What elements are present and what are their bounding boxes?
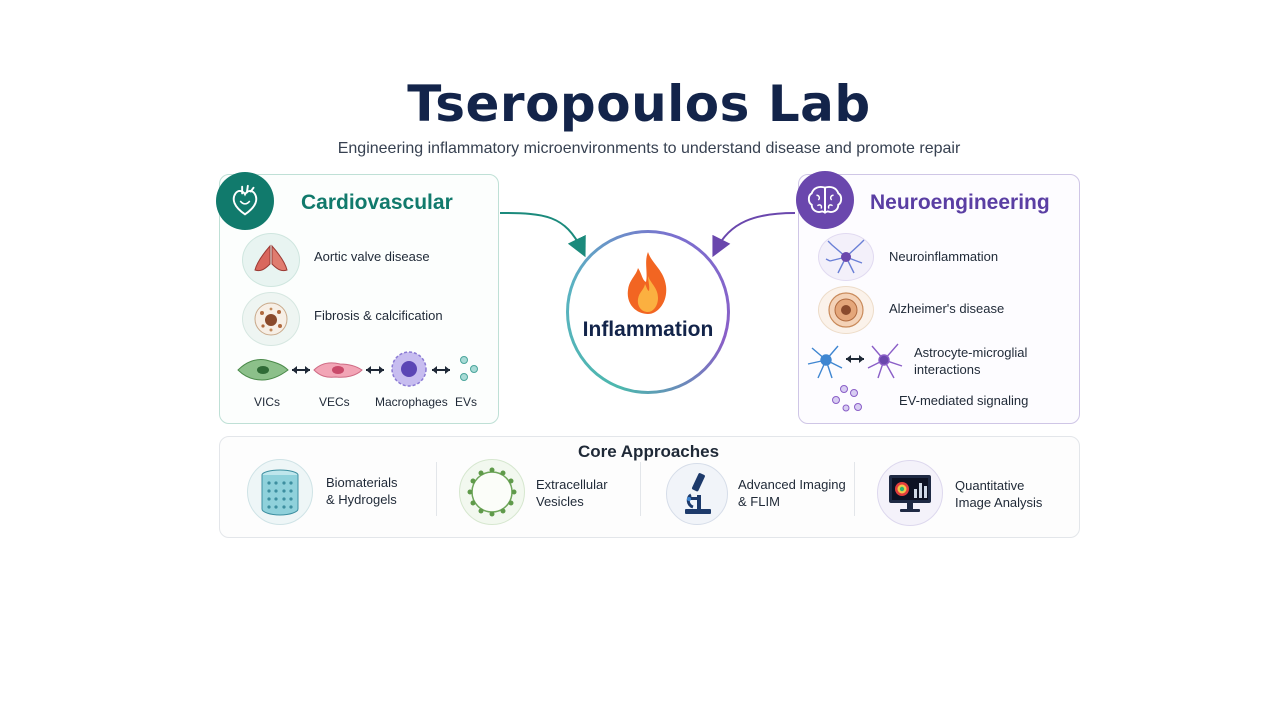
- neuro-item-neuroinflammation: Neuroinflammation: [889, 249, 999, 264]
- neuro-item-ev-signaling: EV-mediated signaling: [899, 393, 1029, 408]
- cell-label-macrophages: Macrophages: [375, 395, 448, 409]
- heart-icon: [216, 172, 274, 230]
- double-arrow-2: [366, 366, 384, 374]
- astrocyte-icon: [807, 345, 843, 379]
- page-subtitle: Engineering inflammatory microenvironmen…: [337, 140, 961, 157]
- neuro-item-astrocyte-line1: Astrocyte-microglial: [914, 345, 1028, 360]
- neuro-item-astrocyte-line2: interactions: [914, 362, 981, 377]
- page-title: Tseropoulos Lab: [407, 75, 871, 133]
- cell-label-vecs: VECs: [319, 395, 350, 409]
- alzheimer-cell-icon: [818, 286, 874, 334]
- double-arrow-3: [432, 366, 450, 374]
- vic-cell-icon: [237, 359, 289, 381]
- cardiovascular-title: Cardiovascular: [301, 191, 453, 214]
- core-divider-3: [854, 462, 855, 516]
- core-item-vesicles-line1: Extracellular: [536, 477, 608, 492]
- astrocyte-microglia-row: [807, 343, 903, 379]
- cardio-to-inflammation-arrow: [499, 212, 586, 258]
- neuroengineering-title: Neuroengineering: [870, 191, 1050, 214]
- core-divider-1: [436, 462, 437, 516]
- valve-icon: [242, 233, 300, 287]
- cell-label-vics: VICs: [254, 395, 281, 409]
- fibrosis-cell-icon: [242, 292, 300, 346]
- cardio-item-fibrosis: Fibrosis & calcification: [314, 308, 443, 323]
- core-item-analysis-line2: Image Analysis: [955, 495, 1043, 510]
- core-item-analysis-line1: Quantitative: [955, 478, 1025, 493]
- core-item-vesicles-line2: Vesicles: [536, 494, 584, 509]
- cardio-item-aortic-valve: Aortic valve disease: [314, 249, 430, 264]
- macrophage-icon: [391, 351, 427, 387]
- inflammation-label: Inflammation: [582, 318, 714, 341]
- ev-icon: [460, 356, 478, 381]
- core-approaches-title: Core Approaches: [577, 442, 720, 461]
- core-item-imaging-line2: & FLIM: [738, 494, 780, 509]
- vesicle-icon: [459, 459, 525, 525]
- neuro-to-inflammation-arrow: [712, 212, 796, 258]
- core-item-biomaterials-line2: & Hydrogels: [326, 492, 397, 507]
- ev-neuro-icon: [832, 385, 862, 412]
- double-arrow-neuro: [846, 355, 864, 363]
- flame-icon: [627, 252, 667, 314]
- core-item-biomaterials-line1: Biomaterials: [326, 475, 398, 490]
- cell-label-evs: EVs: [455, 395, 478, 409]
- core-divider-2: [640, 462, 641, 516]
- core-item-imaging-line1: Advanced Imaging: [738, 477, 846, 492]
- vec-cell-icon: [313, 362, 363, 378]
- microscope-icon: [666, 463, 728, 525]
- double-arrow-1: [292, 366, 310, 374]
- monitor-icon: [877, 460, 943, 526]
- cell-row: [237, 351, 478, 387]
- neuro-item-alzheimers: Alzheimer's disease: [889, 301, 1005, 316]
- microglia-icon: [867, 343, 903, 379]
- brain-icon: [796, 171, 854, 229]
- hydrogel-icon: [247, 459, 313, 525]
- neuron-icon: [818, 233, 874, 281]
